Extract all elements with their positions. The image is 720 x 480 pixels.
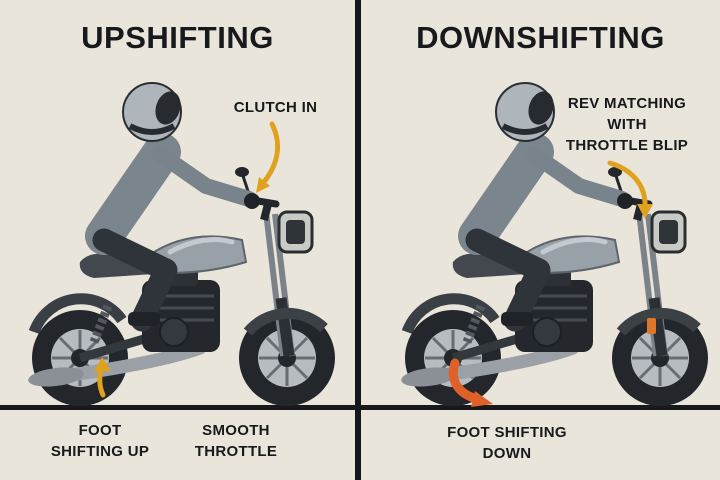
downshifting-panel: DOWNSHIFTING xyxy=(361,0,720,480)
turn-signal-accent xyxy=(647,318,656,334)
downshifting-title: DOWNSHIFTING xyxy=(416,20,665,55)
upshifting-panel: UPSHIFTING xyxy=(0,0,355,480)
motorcycle-rider-illustration-upshift xyxy=(2,70,342,410)
foot-shifting-down-label: FOOT SHIFTING DOWN xyxy=(428,422,586,464)
rev-matching-line2: WITH xyxy=(607,116,647,133)
foot-shifting-up-label: FOOT SHIFTING UP xyxy=(35,420,165,462)
upshifting-title: UPSHIFTING xyxy=(81,20,274,55)
ground-line xyxy=(0,405,720,410)
rev-matching-line3: THROTTLE BLIP xyxy=(565,137,689,154)
foot-shifting-down-line1: FOOT SHIFTING xyxy=(447,424,567,441)
smooth-throttle-line2: THROTTLE xyxy=(194,443,278,460)
smooth-throttle-label: SMOOTH THROTTLE xyxy=(172,420,300,462)
rev-matching-line1: REV MATCHING xyxy=(567,95,687,112)
foot-shifting-up-line1: FOOT xyxy=(78,422,122,439)
panel-divider xyxy=(355,0,361,480)
motorcycle-rider-illustration-downshift xyxy=(375,70,715,410)
foot-shifting-up-line2: SHIFTING UP xyxy=(50,443,150,460)
clutch-in-text: CLUTCH IN xyxy=(233,99,318,116)
smooth-throttle-line1: SMOOTH xyxy=(202,422,270,439)
foot-shifting-down-line2: DOWN xyxy=(482,445,532,462)
rev-matching-label: REV MATCHING WITH THROTTLE BLIP xyxy=(552,93,702,156)
clutch-in-label: CLUTCH IN xyxy=(218,97,333,118)
